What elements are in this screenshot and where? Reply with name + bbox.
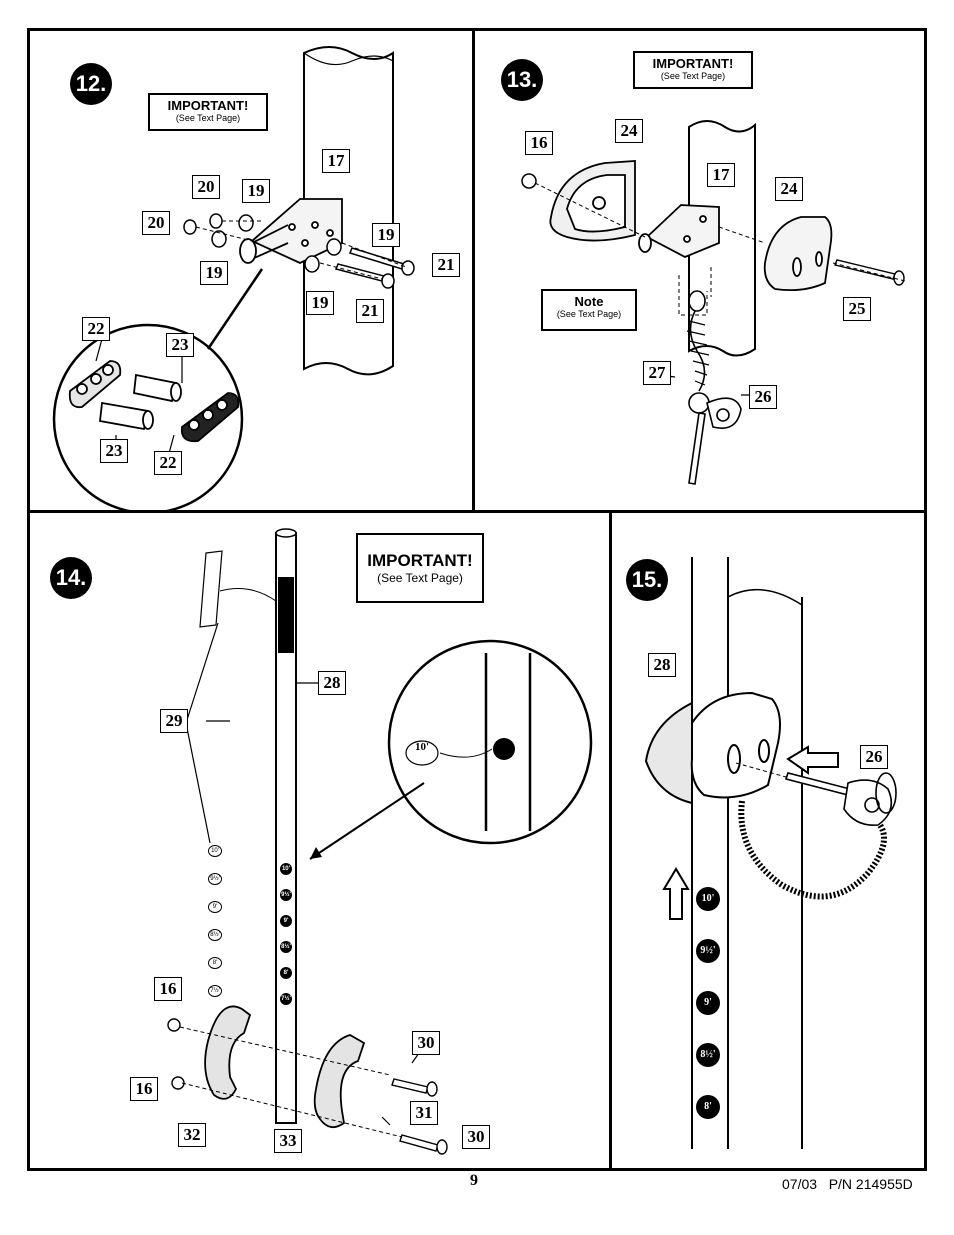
part-label-19: 19 [372, 223, 400, 247]
height-badge: 8½' [696, 1043, 720, 1067]
part-label-26: 26 [860, 745, 888, 769]
height-badge-list: 10' 9½' 9' 8½' 8' [696, 887, 720, 1119]
notice-title: IMPORTANT! [367, 551, 473, 570]
panel-step-14: 14. IMPORTANT! (See Text Page) [27, 510, 613, 1171]
part-label-24: 24 [775, 177, 803, 201]
panel-step-15: 15. 10' 9½' 9' 8½' 8' [609, 510, 927, 1171]
part-label-20: 20 [142, 211, 170, 235]
part-label-33: 33 [274, 1129, 302, 1153]
notice-subtitle: (See Text Page) [175, 113, 241, 123]
note-title: Note [574, 294, 604, 309]
part-label-16: 16 [130, 1077, 158, 1101]
part-label-22: 22 [82, 317, 110, 341]
part-label-28: 28 [318, 671, 346, 695]
handle-assembly-drawing [521, 120, 906, 485]
decal-sticker: 9' [208, 901, 222, 913]
step-number: 12. [70, 63, 112, 105]
height-badge: 9½' [280, 889, 292, 901]
part-label-28: 28 [648, 653, 676, 677]
part-number: 07/03 P/N 214955D [782, 1176, 913, 1192]
height-badge: 8' [696, 1095, 720, 1119]
part-label-20: 20 [192, 175, 220, 199]
part-label-19: 19 [306, 291, 334, 315]
step-number: 15. [626, 559, 668, 601]
notice-subtitle: (See Text Page) [377, 571, 463, 585]
step-number: 14. [50, 557, 92, 599]
panel-step-13: 13. IMPORTANT! (See Text Page) Note (See… [472, 28, 927, 513]
part-label-21: 21 [356, 299, 384, 323]
important-notice: IMPORTANT! (See Text Page) [633, 51, 753, 89]
part-label-16: 16 [154, 977, 182, 1001]
part-label-29: 29 [160, 709, 188, 733]
part-label-30: 30 [412, 1031, 440, 1055]
part-label-19: 19 [200, 261, 228, 285]
part-label-17: 17 [707, 163, 735, 187]
height-badge: 10' [280, 863, 292, 875]
decal-sticker: 9½' [208, 873, 222, 885]
notice-subtitle: (See Text Page) [660, 71, 726, 81]
part-label-23: 23 [100, 439, 128, 463]
decal-sticker: 8½' [208, 929, 222, 941]
part-label-26: 26 [749, 385, 777, 409]
important-notice: IMPORTANT! (See Text Page) [148, 93, 268, 131]
height-badge: 8' [280, 967, 292, 979]
bracket-assembly-drawing [52, 46, 415, 515]
page-number: 9 [470, 1172, 478, 1189]
part-label-23: 23 [166, 333, 194, 357]
part-label-16: 16 [525, 131, 553, 155]
part-label-24: 24 [615, 119, 643, 143]
panel-step-12: 12. IMPORTANT! (See Text Page) [27, 28, 475, 515]
part-label-31: 31 [410, 1101, 438, 1125]
part-label-30: 30 [462, 1125, 490, 1149]
decal-sticker: 10' [208, 845, 222, 857]
part-label-25: 25 [843, 297, 871, 321]
height-badge: 8½' [280, 941, 292, 953]
height-badge: 9' [280, 915, 292, 927]
part-label-32: 32 [178, 1123, 206, 1147]
part-label-27: 27 [643, 361, 671, 385]
decal-sticker: 7½' [208, 985, 222, 997]
height-badge: 7½' [280, 993, 292, 1005]
height-badge: 9½' [696, 939, 720, 963]
height-badge: 10' [696, 887, 720, 911]
part-label-22: 22 [154, 451, 182, 475]
zoom-height-badge: 10' [414, 741, 430, 753]
height-badge-list: 10' 9½' 9' 8½' 8' 7½' [280, 863, 292, 1005]
pole-height-drawing [167, 528, 593, 1155]
decal-sticker: 8' [208, 957, 222, 969]
height-badge: 9' [696, 991, 720, 1015]
part-label-21: 21 [432, 253, 460, 277]
decal-sticker-list: 10' 9½' 9' 8½' 8' 7½' [208, 845, 222, 997]
notice-title: IMPORTANT! [652, 56, 734, 71]
important-notice: IMPORTANT! (See Text Page) [356, 533, 484, 603]
note-box: Note (See Text Page) [541, 289, 637, 331]
note-subtitle: (See Text Page) [556, 309, 622, 319]
part-label-19: 19 [242, 179, 270, 203]
part-label-17: 17 [322, 149, 350, 173]
step-number: 13. [501, 59, 543, 101]
notice-title: IMPORTANT! [167, 98, 249, 113]
pin-insertion-drawing [644, 557, 897, 1149]
